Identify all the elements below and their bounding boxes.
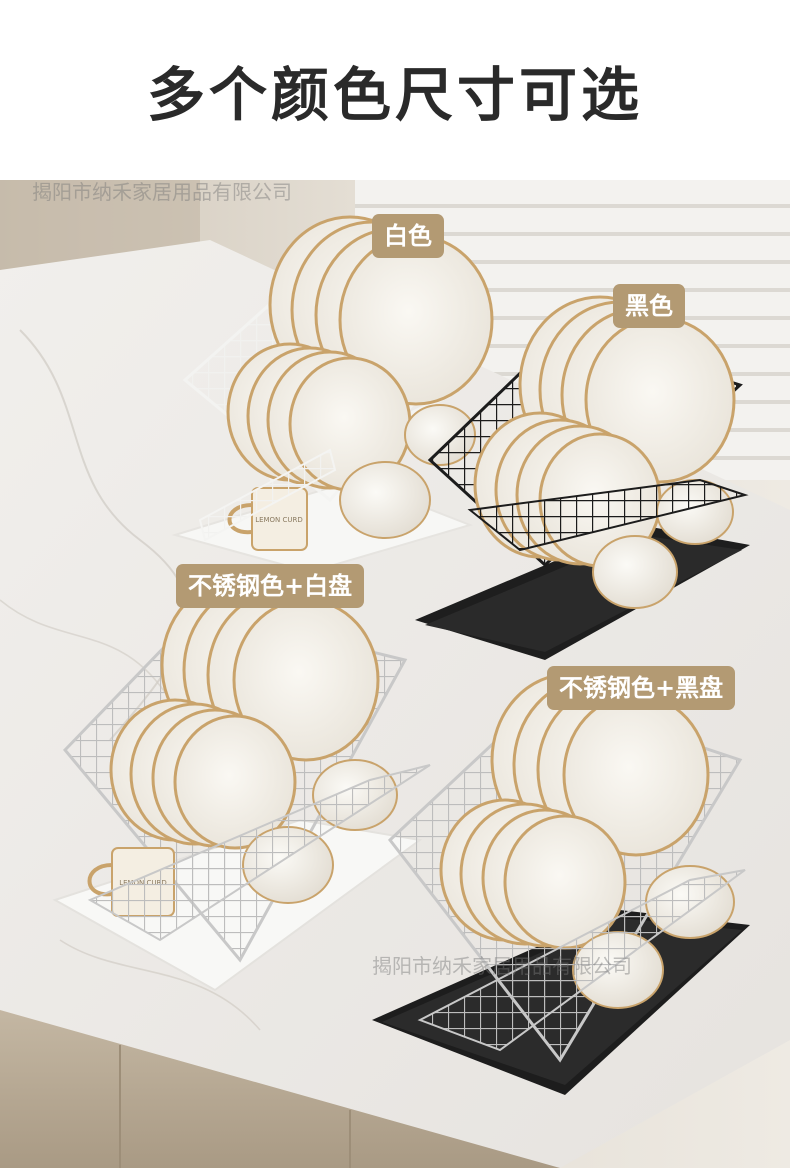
product-photo-illustration: LEMON CURD [0,180,790,1168]
variant-tag-steel-black-tray: 不锈钢色+黑盘 [547,666,736,710]
plate-stack [439,672,710,950]
rack-steel-black-tray [372,672,750,1095]
plate-stack [473,295,736,568]
bowl [339,461,431,539]
variant-tag-steel-white-tray: 不锈钢色+白盘 [176,564,365,608]
cabinet-front [0,1010,560,1168]
headline-title: 多个颜色尺寸可选 [146,61,643,129]
rack-black [415,295,750,660]
variant-tag-black: 黑色 [613,284,685,328]
mug-print: LEMON CURD [255,516,303,524]
headline-banner: 多个颜色尺寸可选 [0,0,790,180]
rack-white: LEMON CURD [171,215,494,574]
product-photo: LEMON CURD [0,180,790,1168]
watermark-top: 揭阳市纳禾家居用品有限公司 [32,180,292,204]
variant-tag-white: 白色 [372,214,444,258]
plate-stack [226,215,494,492]
plate-stack [109,577,380,850]
rack-steel-white-tray: LEMON CURD [52,577,431,992]
watermark-bottom: 揭阳市纳禾家居用品有限公司 [372,954,632,978]
